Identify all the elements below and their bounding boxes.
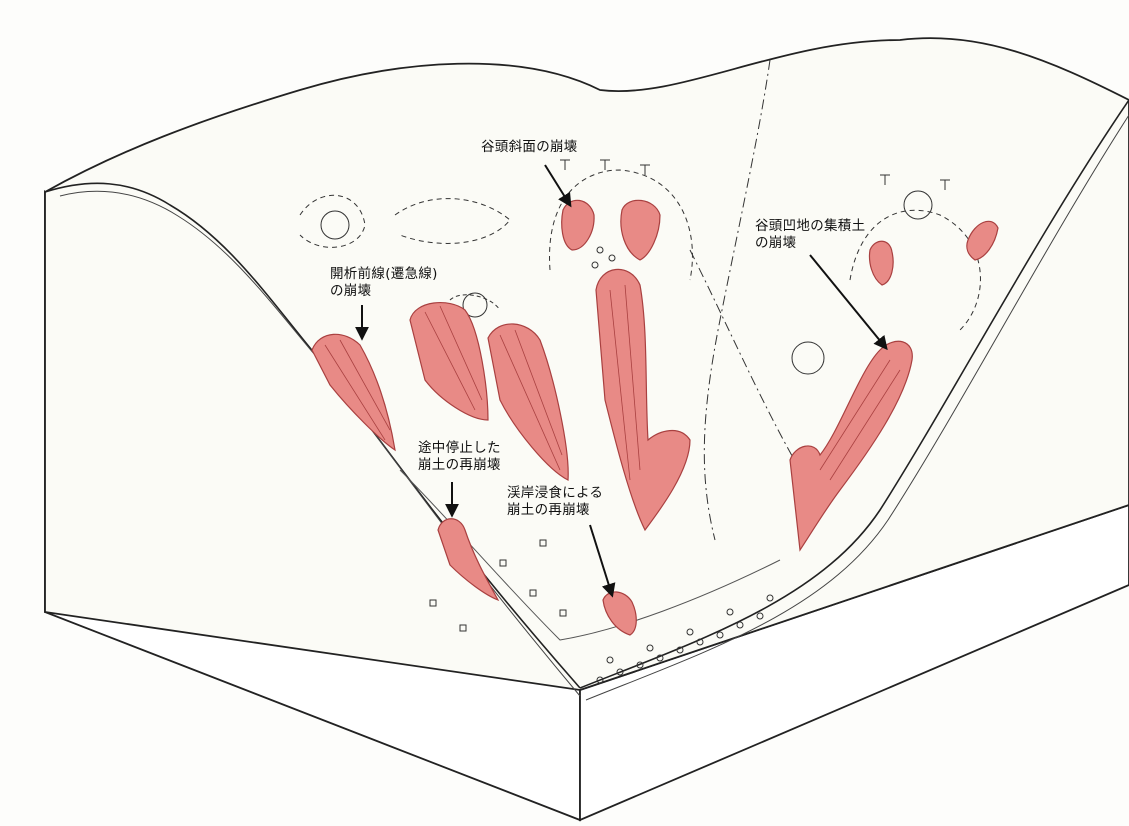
label-valley-head-slope: 谷頭斜面の崩壊 (481, 139, 578, 156)
label-stopped-midway: 途中停止した 崩土の再崩壊 (418, 440, 501, 474)
label-valley-head-hollow-line1: 谷頭凹地の集積土 (755, 218, 865, 235)
label-bank-erosion: 渓岸浸食による 崩土の再崩壊 (507, 485, 603, 519)
label-stopped-midway-line2: 崩土の再崩壊 (418, 457, 501, 474)
label-stopped-midway-line1: 途中停止した (418, 440, 501, 457)
label-valley-head-hollow: 谷頭凹地の集積土 の崩壊 (755, 218, 865, 252)
label-dissection-front-line2: の崩壊 (330, 283, 438, 300)
label-dissection-front: 開析前線(遷急線) の崩壊 (330, 266, 438, 300)
label-bank-erosion-line1: 渓岸浸食による (507, 485, 603, 502)
label-dissection-front-line1: 開析前線(遷急線) (330, 266, 438, 283)
label-bank-erosion-line2: 崩土の再崩壊 (507, 502, 603, 519)
label-valley-head-hollow-line2: の崩壊 (755, 235, 865, 252)
